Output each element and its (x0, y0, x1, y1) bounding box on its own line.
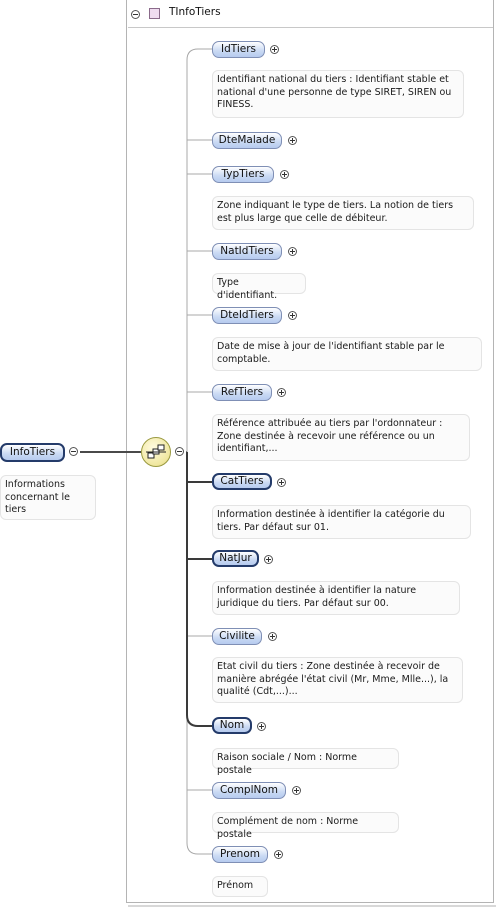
element-label: Nom (219, 719, 245, 731)
expand-icon[interactable] (257, 722, 266, 731)
element-prenom[interactable]: Prenom (212, 846, 268, 863)
element-civilite[interactable]: Civilite (212, 628, 262, 645)
element-label: NatIdTiers (220, 245, 274, 257)
expand-icon[interactable] (264, 555, 273, 564)
element-label: DteIdTiers (220, 309, 274, 321)
sequence-icon (146, 444, 166, 459)
expand-icon[interactable] (268, 632, 277, 641)
element-description: Identifiant national du tiers : Identifi… (212, 70, 464, 118)
sequence-compositor[interactable] (141, 437, 171, 467)
element-typtiers[interactable]: TypTiers (212, 166, 274, 183)
element-description: Prénom (212, 876, 268, 897)
element-label: Prenom (219, 848, 260, 860)
element-reftiers[interactable]: RefTiers (212, 384, 272, 401)
type-header: TInfoTiers (128, 4, 492, 26)
element-description: Etat civil du tiers : Zone destinée à re… (212, 657, 463, 703)
element-natidtiers[interactable]: NatIdTiers (212, 243, 282, 260)
element-description: Zone indiquant le type de tiers. La noti… (212, 196, 474, 230)
element-dteidtiers[interactable]: DteIdTiers (212, 307, 282, 324)
element-label: ComplNom (219, 784, 279, 796)
element-label: Civilite (219, 630, 255, 642)
frame-shadow (128, 905, 496, 907)
expand-icon[interactable] (280, 170, 289, 179)
element-label: NatJur (219, 552, 252, 564)
expand-icon[interactable] (288, 311, 297, 320)
element-description: Type d'identifiant. (212, 273, 306, 301)
element-label: TypTiers (221, 168, 265, 180)
element-idtiers[interactable]: IdTiers (212, 41, 265, 58)
complex-type-icon (149, 8, 160, 19)
element-description: Référence attribuée au tiers par l'ordon… (212, 414, 470, 461)
element-description: Complément de nom : Norme postale (212, 812, 399, 840)
expand-icon[interactable] (277, 388, 286, 397)
element-description: Raison sociale / Nom : Norme postale (212, 748, 399, 776)
root-element-label: InfoTiers (9, 446, 56, 458)
root-element-infotiers[interactable]: InfoTiers (0, 443, 65, 462)
expand-icon[interactable] (270, 45, 279, 54)
element-cattiers[interactable]: CatTiers (212, 473, 272, 490)
element-natjur[interactable]: NatJur (212, 550, 259, 567)
collapse-icon[interactable] (175, 447, 184, 456)
expand-icon[interactable] (292, 786, 301, 795)
element-dtemalade[interactable]: DteMalade (212, 132, 282, 149)
expand-icon[interactable] (288, 136, 297, 145)
element-label: CatTiers (220, 475, 264, 487)
element-label: IdTiers (220, 43, 257, 55)
collapse-icon[interactable] (69, 447, 78, 456)
root-description: Informations concernant le tiers (0, 475, 96, 520)
element-description: Information destinée à identifier la nat… (212, 581, 460, 615)
type-title: TInfoTiers (169, 6, 221, 18)
element-description: Date de mise à jour de l'identifiant sta… (212, 337, 482, 371)
element-nom[interactable]: Nom (212, 717, 252, 734)
element-label: DteMalade (218, 134, 276, 146)
element-description: Information destinée à identifier la cat… (212, 505, 471, 539)
expand-icon[interactable] (274, 850, 283, 859)
collapse-icon[interactable] (131, 10, 140, 19)
header-divider (128, 27, 493, 28)
expand-icon[interactable] (288, 247, 297, 256)
element-complnom[interactable]: ComplNom (212, 782, 286, 799)
expand-icon[interactable] (277, 478, 286, 487)
element-label: RefTiers (220, 386, 264, 398)
